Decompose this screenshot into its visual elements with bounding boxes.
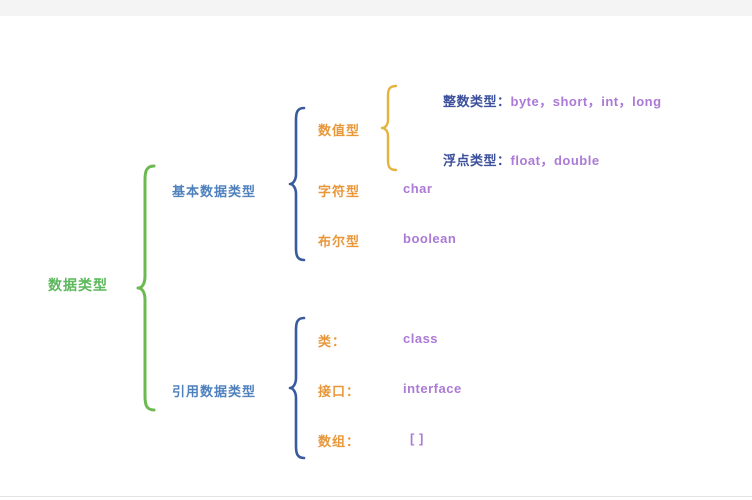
brace-primitive — [288, 106, 306, 262]
node-class-value: class — [403, 331, 439, 346]
bottom-rule — [0, 496, 752, 497]
node-data-types-root: 数据类型 — [48, 277, 108, 293]
node-numeric-type: 数值型 — [318, 123, 361, 138]
node-boolean-type-label: 布尔型 — [318, 234, 361, 249]
node-reference-types: 引用数据类型 — [172, 384, 257, 399]
integer-types-label: 整数类型： — [443, 94, 511, 109]
line-float-types: 浮点类型：float，double — [443, 150, 600, 169]
brace-reference — [288, 316, 306, 460]
node-boolean-type-value: boolean — [403, 231, 457, 246]
top-band — [0, 0, 752, 16]
node-char-type-value: char — [403, 181, 433, 196]
brace-root — [136, 164, 156, 412]
float-types-values: float，double — [510, 153, 600, 168]
node-primitive-types: 基本数据类型 — [172, 184, 257, 199]
integer-types-values: byte，short，int，long — [510, 94, 662, 109]
node-interface-value: interface — [403, 381, 462, 396]
brace-numeric — [380, 84, 398, 172]
node-array-value: [ ] — [410, 431, 424, 446]
line-integer-types: 整数类型：byte，short，int，long — [443, 91, 662, 110]
node-interface-label: 接口： — [318, 384, 361, 399]
node-class-label: 类： — [318, 334, 347, 349]
float-types-label: 浮点类型： — [443, 153, 511, 168]
node-char-type-label: 字符型 — [318, 184, 361, 199]
node-array-label: 数组： — [318, 434, 361, 449]
